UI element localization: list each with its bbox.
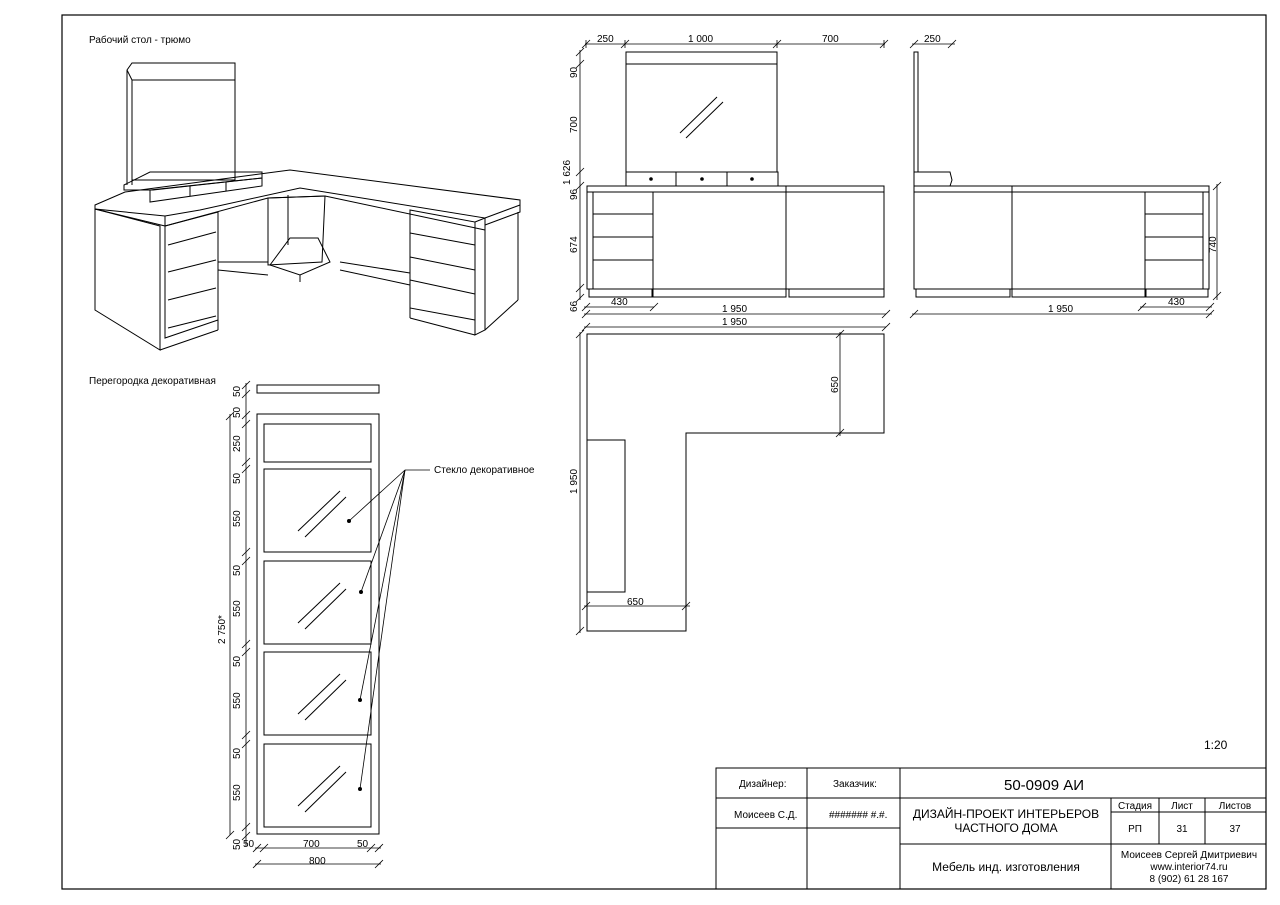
- desk-isometric: [94, 62, 521, 351]
- dim-part-50a: 50: [232, 385, 243, 397]
- dim-part-50c: 50: [232, 472, 243, 484]
- tb-sheet-title: Мебель инд. изготовления: [932, 860, 1080, 874]
- tb-sheet: 31: [1176, 824, 1188, 835]
- dim-part-h700: 700: [303, 839, 320, 850]
- partition-elevation: [256, 384, 380, 835]
- dim-front-250: 250: [597, 34, 614, 45]
- dim-plan-650h: 650: [627, 597, 644, 608]
- dim-part-50b: 50: [232, 406, 243, 418]
- dim-part-550d: 550: [232, 784, 243, 801]
- dim-front-96: 96: [569, 188, 580, 200]
- title-desk: Рабочий стол - трюмо: [89, 34, 191, 46]
- dim-side-250: 250: [924, 34, 941, 45]
- dim-part-50f: 50: [232, 747, 243, 759]
- front-dim-lines: [575, 39, 891, 332]
- leader-dot-2: [359, 590, 363, 594]
- dim-side-430: 430: [1168, 297, 1185, 308]
- sheet-border: [61, 14, 1267, 890]
- front-elevation: [586, 51, 885, 298]
- glass-callout-label: Стекло декоративное: [434, 465, 535, 476]
- dim-front-1626: 1 626: [562, 160, 573, 185]
- side-elevation: [913, 51, 1210, 298]
- side-dim-lines: [909, 39, 1222, 319]
- tb-stage-label: Стадия: [1118, 801, 1152, 812]
- tb-website: www.interior74.ru: [1149, 862, 1227, 873]
- dim-part-250: 250: [232, 435, 243, 452]
- dim-front-700: 700: [822, 34, 839, 45]
- dim-front-430: 430: [611, 297, 628, 308]
- dim-front-90: 90: [569, 66, 580, 78]
- tb-client-label: Заказчик:: [833, 779, 877, 790]
- dim-part-50e: 50: [232, 655, 243, 667]
- leader-dot-3: [358, 698, 362, 702]
- tb-stage: РП: [1128, 824, 1142, 835]
- plan-dim-lines: [575, 329, 845, 636]
- tb-sheet-label: Лист: [1171, 801, 1193, 812]
- dim-part-total: 2 750*: [217, 615, 228, 644]
- tb-designer-label: Дизайнер:: [739, 779, 787, 790]
- dim-front-1950-total: 1 950: [722, 317, 747, 328]
- tb-code: 50-0909 АИ: [1004, 777, 1084, 794]
- tb-project-line1: ДИЗАЙН-ПРОЕКТ ИНТЕРЬЕРОВ: [913, 806, 1099, 821]
- dim-part-550b: 550: [232, 600, 243, 617]
- leader-dot-1: [347, 519, 351, 523]
- dim-front-1000: 1 000: [688, 34, 713, 45]
- scale-label: 1:20: [1204, 738, 1228, 752]
- dim-front-674: 674: [569, 236, 580, 253]
- leader-dot-4: [358, 787, 362, 791]
- dim-part-h50r: 50: [357, 839, 369, 850]
- dim-front-700v: 700: [569, 116, 580, 133]
- dim-part-50d: 50: [232, 564, 243, 576]
- dim-plan-650v: 650: [830, 376, 841, 393]
- tb-phone: 8 (902) 61 28 167: [1150, 874, 1229, 885]
- dim-front-66: 66: [569, 300, 580, 312]
- dim-part-550c: 550: [232, 692, 243, 709]
- tb-sheets-label: Листов: [1219, 801, 1252, 812]
- plan-view: [586, 333, 885, 632]
- title-partition: Перегородка декоративная: [89, 376, 216, 387]
- tb-client-name: ####### #.#.: [829, 810, 887, 821]
- dim-front-1950: 1 950: [722, 304, 747, 315]
- title-block-lines: [715, 767, 1267, 890]
- dim-part-550a: 550: [232, 510, 243, 527]
- dim-side-1950: 1 950: [1048, 304, 1073, 315]
- dim-part-h50l: 50: [243, 839, 255, 850]
- glass-leaders: [348, 469, 430, 790]
- dim-plan-1950: 1 950: [569, 469, 580, 494]
- dim-part-50g: 50: [232, 838, 243, 850]
- dim-part-h800: 800: [309, 856, 326, 867]
- tb-project-line2: ЧАСТНОГО ДОМА: [954, 821, 1057, 835]
- dim-side-740: 740: [1208, 236, 1219, 253]
- tb-designer-name: Моисеев С.Д.: [734, 810, 797, 821]
- tb-sheets: 37: [1229, 824, 1241, 835]
- partition-dim-lines: [225, 380, 384, 869]
- tb-author: Моисеев Сергей Дмитриевич: [1121, 850, 1257, 861]
